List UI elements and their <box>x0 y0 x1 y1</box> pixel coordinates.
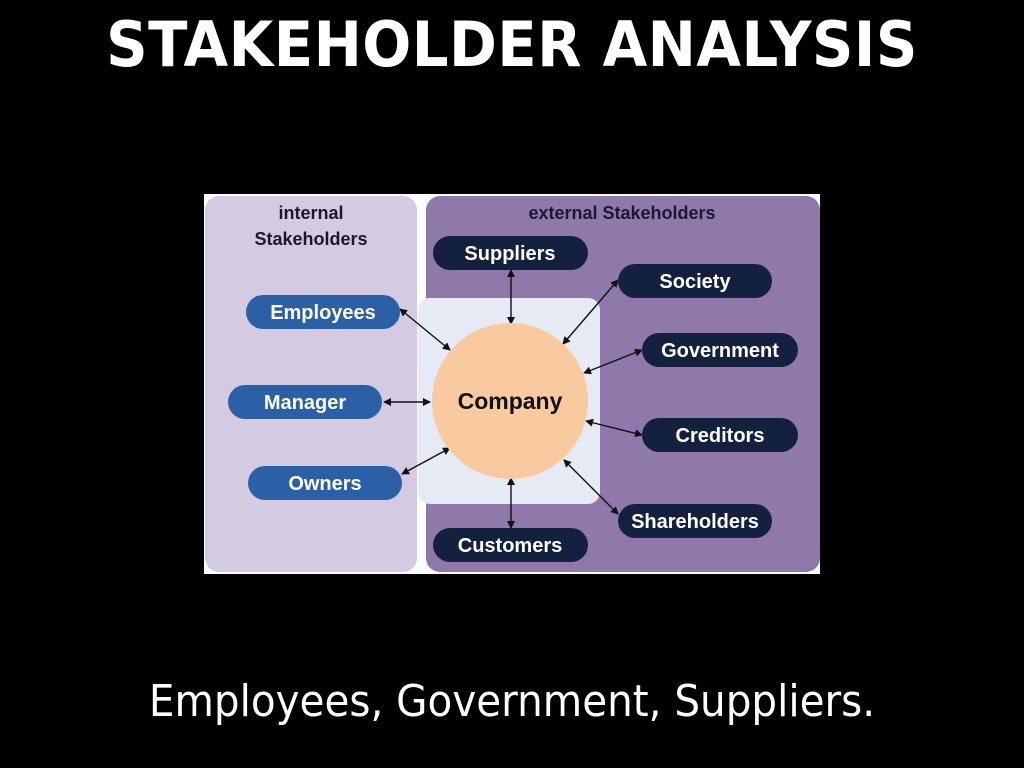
government-pill <box>642 333 798 367</box>
connector-employees <box>399 308 451 351</box>
company-label: Company <box>458 388 563 414</box>
connector-owners <box>401 447 451 475</box>
connector-lines <box>383 269 643 529</box>
society-label: Society <box>659 271 731 293</box>
connector-government <box>583 348 643 375</box>
shareholders-label: Shareholders <box>631 511 759 533</box>
shareholders-pill <box>618 504 772 538</box>
creditors-pill <box>642 418 798 452</box>
external-pill-customers: Customers <box>433 528 588 562</box>
suppliers-label: Suppliers <box>464 243 555 265</box>
creditors-label: Creditors <box>676 425 765 447</box>
external-pill-creditors: Creditors <box>642 418 798 452</box>
connector-society <box>562 279 619 345</box>
company-circle <box>432 323 588 479</box>
manager-label: Manager <box>264 392 346 414</box>
suppliers-pill <box>433 236 588 270</box>
internal-pill-manager: Manager <box>228 385 382 419</box>
external-group-label: external Stakeholders <box>528 203 715 223</box>
customers-label: Customers <box>458 535 562 557</box>
slide-caption: Employees, Government, Suppliers. <box>148 676 876 727</box>
government-label: Government <box>661 340 779 362</box>
internal-group-label-line1: internal <box>278 203 343 223</box>
external-pill-government: Government <box>642 333 798 367</box>
employees-pill <box>246 295 400 329</box>
society-pill <box>618 264 772 298</box>
internal-pill-employees: Employees <box>246 295 400 329</box>
internal-group-label-line2: Stakeholders <box>254 229 367 249</box>
manager-pill <box>228 385 382 419</box>
connector-creditors <box>585 418 643 438</box>
external-pill-society: Society <box>618 264 772 298</box>
owners-label: Owners <box>288 473 361 495</box>
external-pill-suppliers: Suppliers <box>433 236 588 270</box>
slide-title: STAKEHOLDER ANALYSIS <box>106 8 918 81</box>
employees-label: Employees <box>270 302 376 324</box>
internal-stakeholders-panel <box>205 196 417 572</box>
customers-pill <box>433 528 588 562</box>
external-pill-shareholders: Shareholders <box>618 504 772 538</box>
owners-pill <box>248 466 402 500</box>
connector-shareholders <box>563 459 619 515</box>
stakeholder-diagram: internal Stakeholders external Stakehold… <box>204 194 820 574</box>
internal-pill-owners: Owners <box>248 466 402 500</box>
